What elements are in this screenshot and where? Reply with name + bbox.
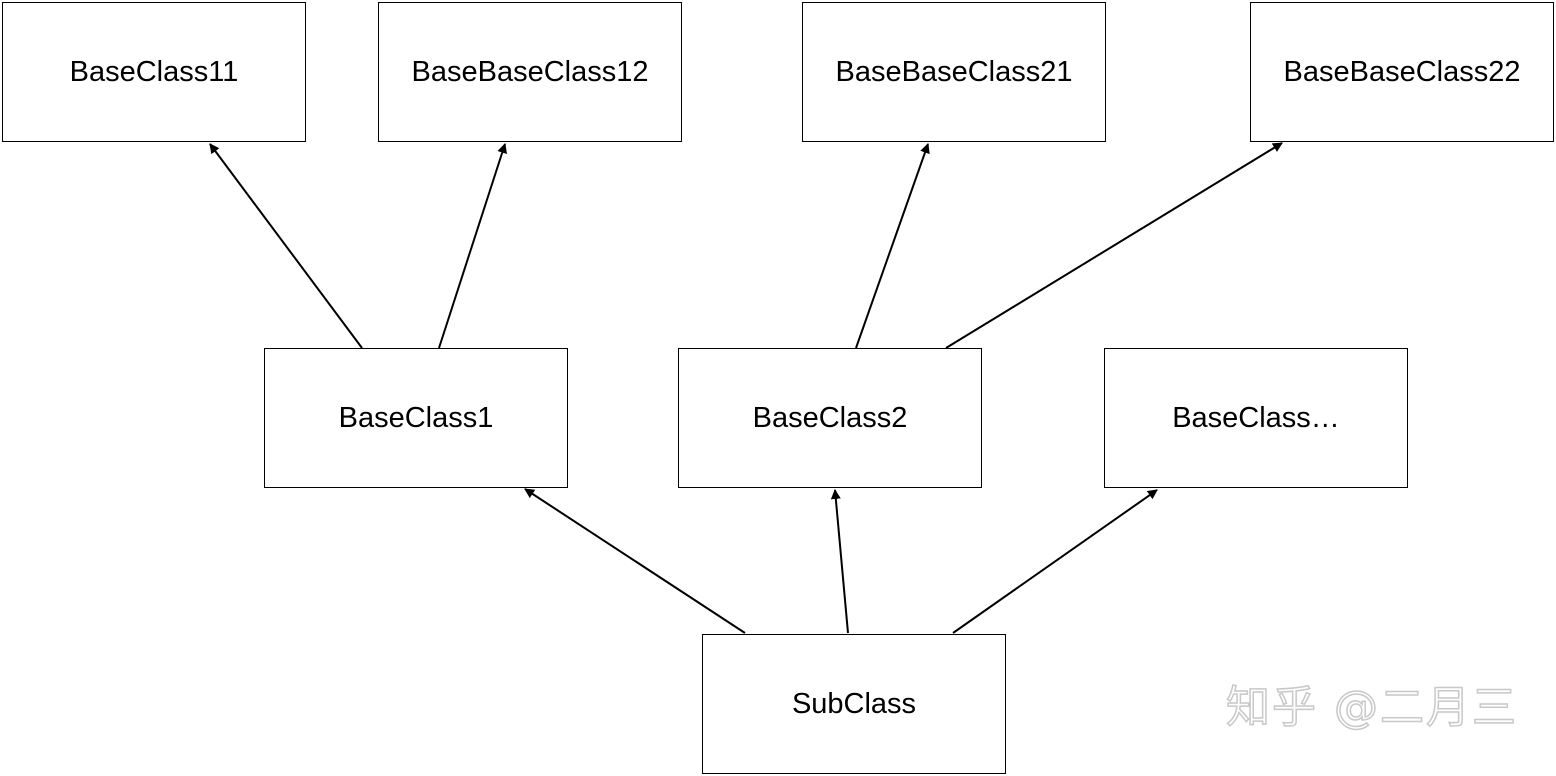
node-subclass: SubClass <box>702 634 1006 774</box>
edge-subclass-to-baseclass1 <box>524 488 746 634</box>
node-label: BaseClass11 <box>69 55 239 88</box>
node-label: BaseBaseClass22 <box>1283 55 1521 88</box>
node-basebaseclass22: BaseBaseClass22 <box>1250 2 1554 142</box>
edge-subclass-to-baseclass-more <box>952 489 1158 634</box>
node-baseclass1: BaseClass1 <box>264 348 568 488</box>
edge-baseclass1-to-basebaseclass12 <box>438 143 507 349</box>
edge-subclass-to-baseclass2 <box>830 489 849 634</box>
node-label: BaseBaseClass12 <box>411 55 649 88</box>
node-basebaseclass12: BaseBaseClass12 <box>378 2 682 142</box>
watermark: 知乎 @二月三 <box>1225 681 1518 734</box>
node-label: BaseClass1 <box>338 401 494 434</box>
node-label: SubClass <box>791 687 917 720</box>
node-label: BaseBaseClass21 <box>835 55 1073 88</box>
node-baseclass2: BaseClass2 <box>678 348 982 488</box>
node-label: BaseClass2 <box>752 401 908 434</box>
node-baseclass-more: BaseClass… <box>1104 348 1408 488</box>
edge-baseclass1-to-baseclass11 <box>209 143 363 349</box>
edge-baseclass2-to-basebaseclass22 <box>945 142 1283 349</box>
node-label: BaseClass… <box>1172 401 1340 434</box>
node-basebaseclass21: BaseBaseClass21 <box>802 2 1106 142</box>
node-baseclass11: BaseClass11 <box>2 2 306 142</box>
edge-baseclass2-to-basebaseclass21 <box>855 143 930 349</box>
